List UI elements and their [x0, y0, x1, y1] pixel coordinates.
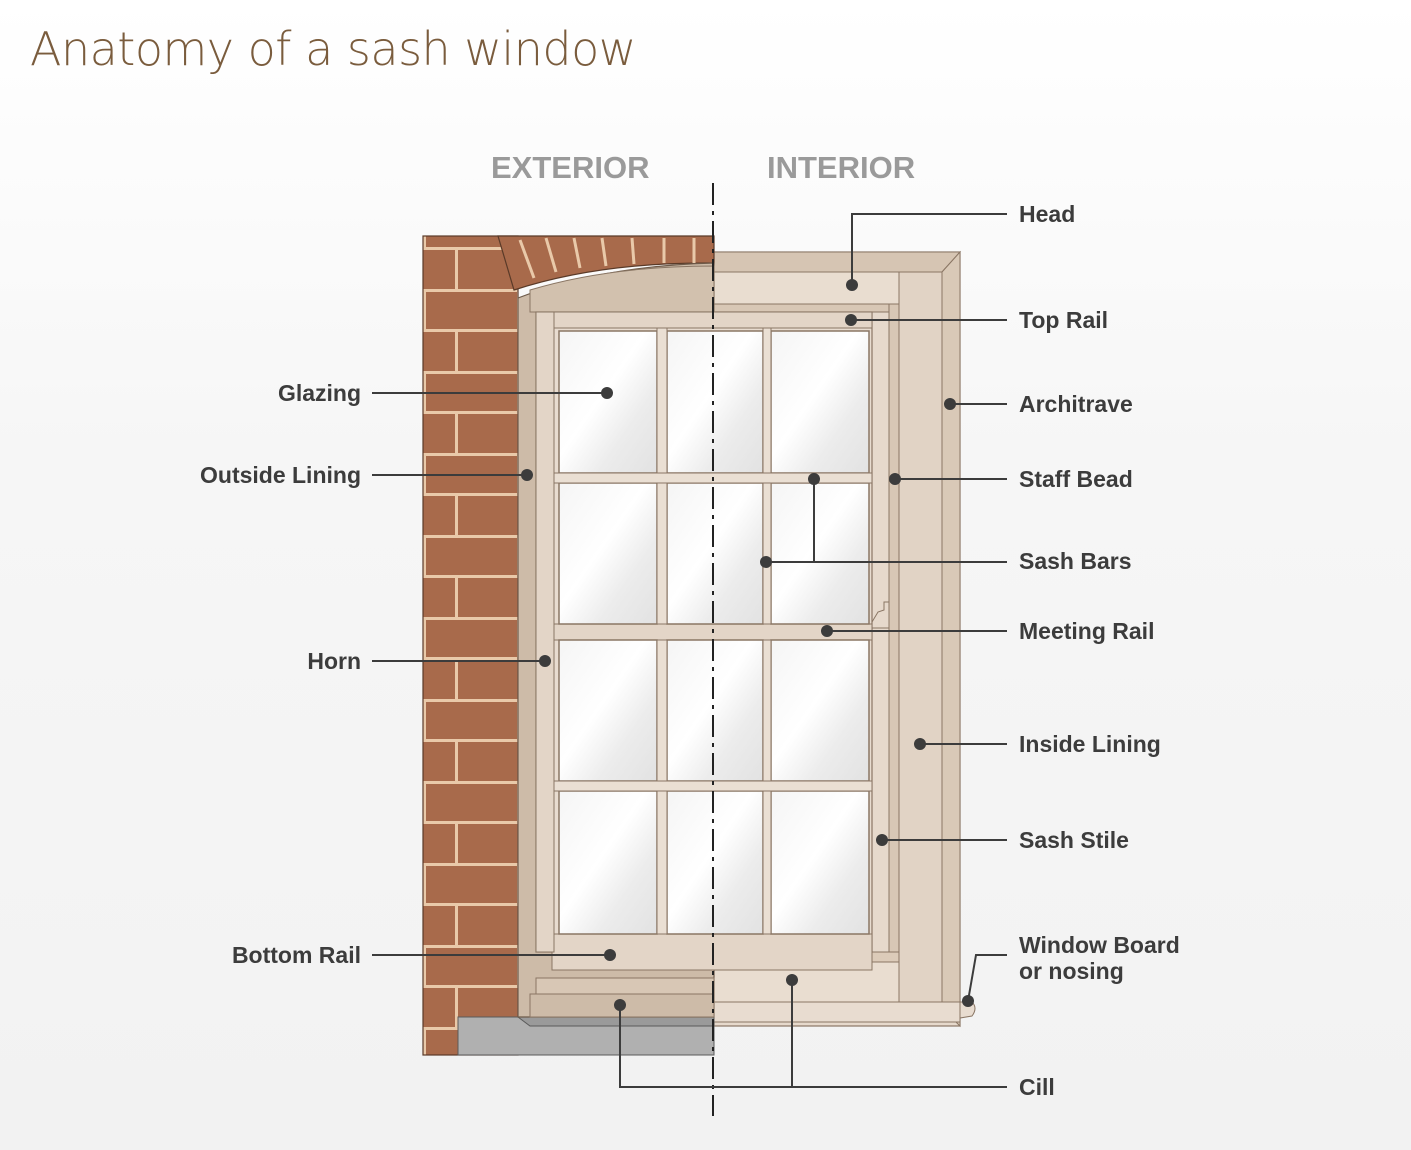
staff-bead-side: [888, 303, 900, 965]
label-head: Head: [1019, 201, 1076, 227]
exterior-label: EXTERIOR: [491, 150, 650, 185]
label-window-board-nosing: or nosing: [1019, 958, 1124, 984]
label-glazing: Glazing: [277, 380, 361, 406]
interior-horn: [871, 601, 890, 629]
glazing: [558, 330, 870, 935]
label-cill: Cill: [1019, 1074, 1055, 1100]
label-architrave: Architrave: [1019, 391, 1133, 417]
label-window-board: Window Board: [1019, 932, 1180, 958]
label-horn: Horn: [307, 648, 361, 674]
page-title: Anatomy of a sash window: [30, 22, 636, 76]
window-board: [713, 1001, 961, 1023]
architrave-top-bevel: [713, 251, 962, 273]
head: [713, 271, 900, 305]
leader-dots: [521, 279, 974, 1011]
label-staff-bead: Staff Bead: [1019, 466, 1133, 492]
label-inside-lining: Inside Lining: [1019, 731, 1161, 757]
label-outside-lining: Outside Lining: [200, 462, 361, 488]
staff-bead-top: [713, 303, 900, 313]
interior-label: INTERIOR: [767, 150, 916, 185]
label-sash-bars: Sash Bars: [1019, 548, 1132, 574]
architrave-side-bevel: [941, 250, 961, 1028]
label-top-rail: Top Rail: [1019, 307, 1109, 333]
sash: [535, 311, 873, 971]
label-meeting-rail: Meeting Rail: [1019, 618, 1155, 644]
leader-lines: [372, 213, 1007, 1088]
label-sash-stile: Sash Stile: [1019, 827, 1129, 853]
brick-wall: [422, 235, 519, 1056]
label-bottom-rail: Bottom Rail: [231, 942, 361, 968]
